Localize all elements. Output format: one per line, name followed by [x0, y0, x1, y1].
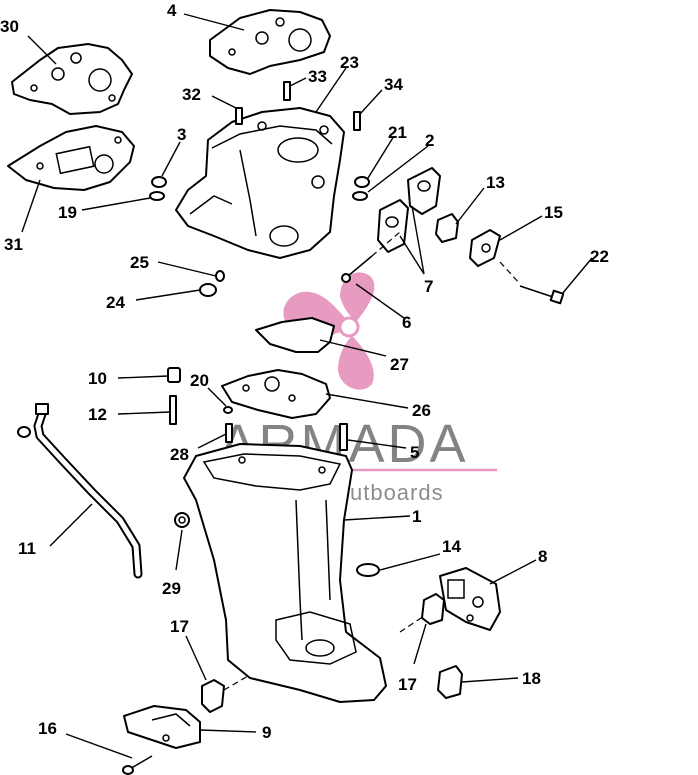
pad-part-13: [435, 213, 459, 243]
callout-20: 20: [190, 371, 209, 390]
callout-21: 21: [388, 123, 407, 142]
stud-part-12: [169, 395, 177, 425]
callout-22: 22: [590, 247, 609, 266]
callout-1: 1: [412, 507, 421, 526]
gasket-part-4: [209, 9, 331, 75]
nut-part-21: [354, 176, 370, 188]
callout-25: 25: [130, 253, 149, 272]
callout-2: 2: [425, 131, 434, 150]
callout-18: 18: [522, 669, 541, 688]
bracket-part-7-upper: [407, 167, 441, 215]
callout-29: 29: [162, 579, 181, 598]
callout-6: 6: [402, 313, 411, 332]
callout-34: 34: [384, 75, 403, 94]
callout-31: 31: [4, 235, 23, 254]
stud-part-33: [283, 81, 291, 101]
callout-32: 32: [182, 85, 201, 104]
leader-dash-22: [499, 261, 521, 285]
gasket-part-30: [11, 43, 133, 115]
callout-27: 27: [390, 355, 409, 374]
plate-part-15: [469, 229, 501, 267]
callout-19: 19: [58, 203, 77, 222]
callout-12: 12: [88, 405, 107, 424]
leader-dash-6: [371, 231, 401, 257]
callout-labels: 1 2 3 4 5 6 7 8 9 10 11 12 13 14 15 16 1…: [0, 1, 609, 742]
callout-3: 3: [177, 125, 186, 144]
washer-part-19: [149, 191, 165, 201]
exhaust-housing-part-1: [183, 443, 387, 703]
water-tube-part-11: [17, 403, 143, 579]
callout-10: 10: [88, 369, 107, 388]
seal-part-25: [215, 270, 225, 282]
washer-part-2: [352, 191, 368, 201]
callout-17-right: 17: [398, 675, 417, 694]
grommet-part-14: [356, 563, 380, 577]
callout-33: 33: [308, 67, 327, 86]
callout-13: 13: [486, 173, 505, 192]
callout-4: 4: [167, 1, 177, 20]
plate-part-26: [221, 369, 331, 419]
callout-26: 26: [412, 401, 431, 420]
callout-16: 16: [38, 719, 57, 738]
callout-28: 28: [170, 445, 189, 464]
stud-part-34: [353, 111, 361, 131]
callout-7: 7: [424, 277, 433, 296]
leader-dash-17: [399, 615, 425, 633]
callout-24: 24: [106, 293, 125, 312]
bolt-part-16: [122, 755, 153, 775]
screw-part-6: [341, 255, 373, 283]
plate-part-31: [7, 125, 135, 191]
bracket-part-7-lower: [377, 199, 409, 253]
callout-14: 14: [442, 537, 461, 556]
gasket-part-27: [255, 317, 335, 353]
callout-15: 15: [544, 203, 563, 222]
grommet-part-29: [174, 512, 190, 528]
leader-dash-17-left: [223, 675, 249, 691]
callout-30: 30: [0, 17, 19, 36]
pad-part-18: [437, 665, 463, 699]
nut-part-3: [151, 176, 167, 188]
bolt-part-22: [519, 285, 565, 305]
callout-17-left: 17: [170, 617, 189, 636]
pad-part-17-left: [201, 679, 225, 713]
plug-part-24: [199, 283, 217, 297]
pin-part-28: [225, 423, 233, 443]
pad-part-17-right: [421, 593, 445, 625]
mount-bracket-part-8: [439, 567, 501, 631]
callout-11: 11: [18, 539, 36, 558]
leader-lines: [21, 13, 593, 759]
callout-9: 9: [262, 723, 271, 742]
callout-8: 8: [538, 547, 547, 566]
stud-part-5: [339, 423, 348, 451]
dowel-part-10: [167, 367, 181, 383]
callout-23: 23: [340, 53, 359, 72]
adapter-housing-part-23: [175, 107, 345, 259]
clamp-part-9: [123, 705, 201, 749]
washer-part-20: [223, 406, 233, 414]
callout-5: 5: [410, 443, 419, 462]
screw-part-32: [235, 107, 243, 125]
